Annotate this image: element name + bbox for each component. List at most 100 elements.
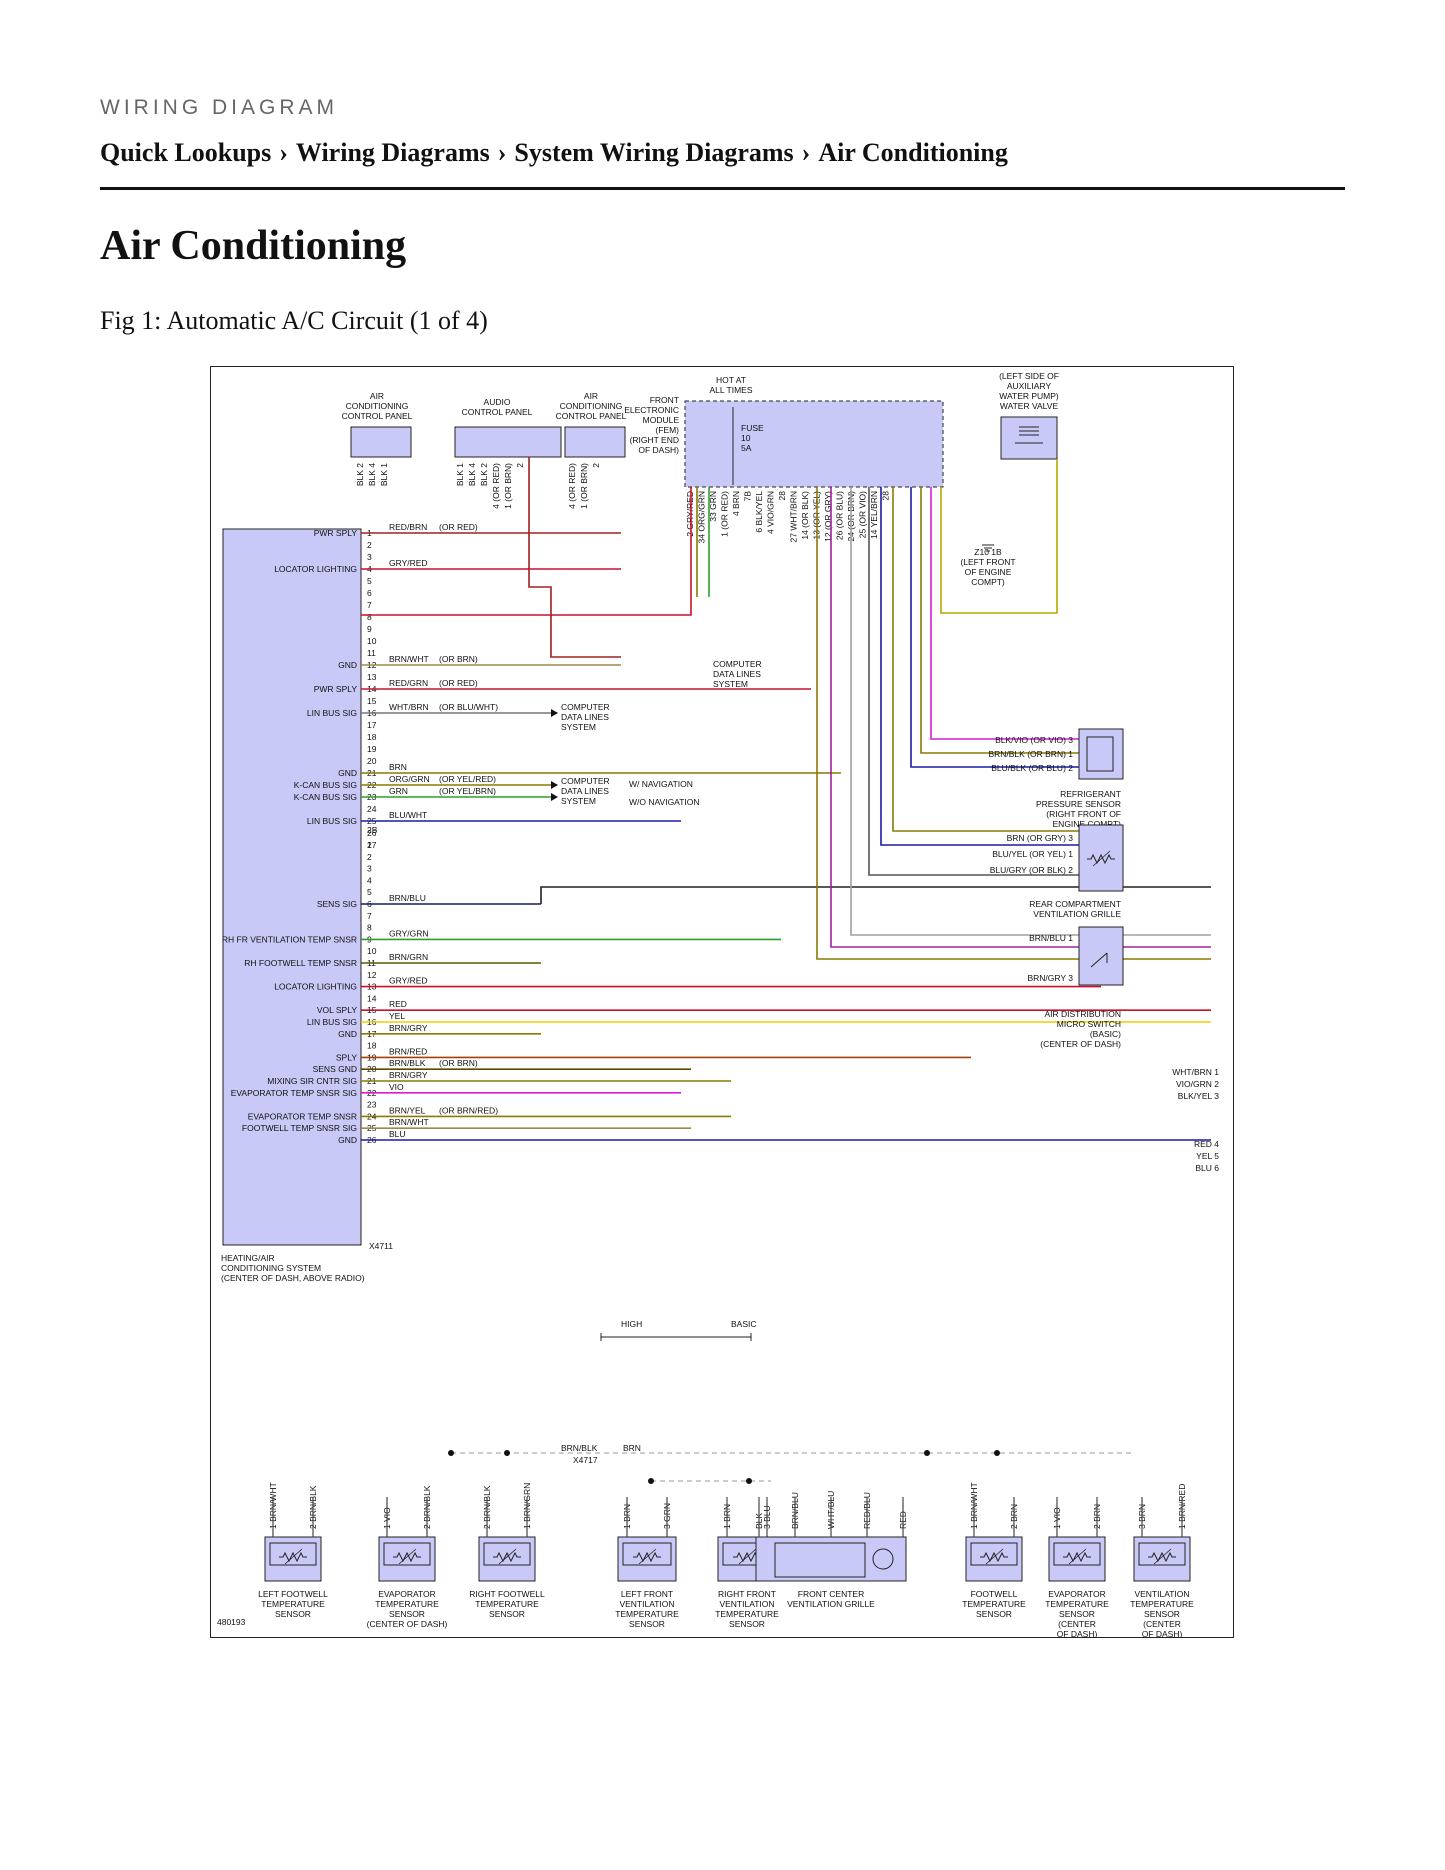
fem-pin-label: 28 bbox=[777, 491, 787, 501]
bottom-sensor-label: FOOTWELL bbox=[971, 1589, 1018, 1599]
hvac-wire-alt-label: (OR RED) bbox=[439, 678, 478, 688]
ground-icon bbox=[982, 544, 994, 552]
right-connector-pin-label: BLU 6 bbox=[1195, 1163, 1219, 1173]
breadcrumb-quick-lookups[interactable]: Quick Lookups bbox=[100, 138, 272, 167]
rear-grille-wire-label: BLU/GRY (OR BLK) 2 bbox=[990, 865, 1074, 875]
bottom-sensor-label: SENSOR bbox=[1059, 1609, 1095, 1619]
water-valve-label: AUXILIARY bbox=[1007, 381, 1052, 391]
computer-data-lines-label: DATA LINES bbox=[561, 712, 609, 722]
fuse-label: 10 bbox=[741, 433, 751, 443]
breadcrumb-system-wiring-diagrams[interactable]: System Wiring Diagrams bbox=[514, 138, 794, 167]
fuse-label: FUSE bbox=[741, 423, 764, 433]
hvac-module bbox=[222, 528, 362, 1246]
hvac-pin-number-a: 10 bbox=[367, 636, 377, 646]
hvac-wire-label: GRN bbox=[389, 786, 408, 796]
refrigerant-pressure-sensor-core bbox=[1086, 736, 1114, 772]
hvac-wire-label: YEL bbox=[389, 1011, 405, 1021]
hvac-wire-alt-label: (OR BRN) bbox=[439, 654, 478, 664]
refrigerant-wire-label: BRN/BLK (OR BRN) 1 bbox=[988, 749, 1073, 759]
audio-pin-label: BLK 2 bbox=[479, 463, 489, 486]
audio-control-panel bbox=[454, 426, 562, 458]
bottom-sensor-label: TEMPERATURE bbox=[261, 1599, 325, 1609]
hvac-pin-number-a: 26 bbox=[367, 828, 377, 838]
hvac-pin-number-a: 5 bbox=[367, 576, 372, 586]
wire-blk-vio bbox=[930, 487, 1079, 740]
bottom-sensor-label: TEMPERATURE bbox=[375, 1599, 439, 1609]
computer-data-lines-label: DATA LINES bbox=[561, 786, 609, 796]
hvac-wire-alt-label: (OR RED) bbox=[439, 522, 478, 532]
hot-at-all-times-label: ALL TIMES bbox=[710, 385, 753, 395]
hvac-wire-label: BRN/GRY bbox=[389, 1023, 428, 1033]
hvac-wire-label: RED/GRN bbox=[389, 678, 428, 688]
splice-node bbox=[746, 1478, 752, 1484]
audio-pin-label: BLK 1 bbox=[455, 463, 465, 486]
computer-data-lines-label: COMPUTER bbox=[561, 702, 610, 712]
ground-z10-label: Z10 1B bbox=[974, 547, 1002, 557]
splice-bracket bbox=[600, 1333, 752, 1341]
sensor-thermistor bbox=[1148, 1551, 1176, 1563]
hvac-wire-label: GRY/GRN bbox=[389, 928, 429, 938]
wire-vio-grn bbox=[830, 487, 1211, 948]
hvac-pin-function-label: LIN BUS SIG bbox=[307, 1017, 357, 1027]
hvac-pin-function-label: EVAPORATOR TEMP SNSR bbox=[248, 1111, 357, 1121]
ac-right-pin-label: 1 (OR BRN) bbox=[579, 463, 589, 509]
hvac-pin-number-a: 20 bbox=[367, 756, 377, 766]
audio-control-panel-label: AUDIO bbox=[484, 397, 511, 407]
bottom-sensor-label: VENTILATION bbox=[719, 1599, 774, 1609]
header-divider bbox=[100, 187, 1345, 190]
splice-high-label: HIGH bbox=[621, 1319, 642, 1329]
bottom-sensor bbox=[378, 1536, 436, 1582]
breadcrumb-wiring-diagrams[interactable]: Wiring Diagrams bbox=[295, 138, 490, 167]
sensor-thermistor-arrow bbox=[398, 1548, 417, 1565]
hvac-wire-label: BRN/GRY bbox=[389, 1070, 428, 1080]
right-connector-pin-label: YEL 5 bbox=[1196, 1151, 1219, 1161]
air-distribution-micro-switch-label: MICRO SWITCH bbox=[1057, 1019, 1121, 1029]
hvac-pin-function-label: GND bbox=[338, 768, 357, 778]
water-valve-label: WATER VALVE bbox=[1000, 401, 1059, 411]
hvac-pin-function-label: K-CAN BUS SIG bbox=[294, 780, 357, 790]
hvac-wire-label: WHT/BRN bbox=[389, 702, 429, 712]
ac-left-pin-label: BLK 1 bbox=[379, 463, 389, 486]
fem-pin-label: 28 bbox=[881, 491, 891, 501]
fem-pin-label: 14 (OR BLK) bbox=[800, 491, 810, 540]
fem-pin-label: 27 WHT/BRN bbox=[789, 491, 799, 542]
hot-at-all-times-label: HOT AT bbox=[716, 375, 746, 385]
breadcrumb-air-conditioning[interactable]: Air Conditioning bbox=[818, 138, 1008, 167]
data-line-arrow bbox=[551, 781, 558, 789]
ac-control-panel-right-label: CONTROL PANEL bbox=[556, 411, 627, 421]
rear-grille-resistor bbox=[1087, 853, 1115, 865]
data-line-arrow bbox=[551, 709, 558, 717]
hvac-wire-alt-label: (OR BRN/RED) bbox=[439, 1105, 498, 1115]
fem-pin-label: 14 YEL/BRN bbox=[869, 491, 879, 539]
audio-pin-label: 4 (OR RED) bbox=[491, 463, 501, 509]
hvac-wire-label: BRN/BLU bbox=[389, 893, 426, 903]
bottom-sensor-label: TEMPERATURE bbox=[1045, 1599, 1109, 1609]
water-valve-coil bbox=[1015, 426, 1043, 444]
note-with-navigation: W/ NAVIGATION bbox=[629, 779, 693, 789]
bottom-sensor-label: EVAPORATOR bbox=[1048, 1589, 1106, 1599]
audio-pin-label: 2 bbox=[515, 463, 525, 468]
ac-control-panel-left-label: CONTROL PANEL bbox=[342, 411, 413, 421]
hvac-wire-label: RED/BRN bbox=[389, 522, 427, 532]
sensor-thermistor-arrow bbox=[284, 1548, 303, 1565]
sensor-thermistor bbox=[980, 1551, 1008, 1563]
bottom-sensor-label: TEMPERATURE bbox=[715, 1609, 779, 1619]
hvac-wire-label: BRN/WHT bbox=[389, 654, 429, 664]
hvac-pin-number-a: 17 bbox=[367, 720, 377, 730]
hvac-pin-number-a: 6 bbox=[367, 588, 372, 598]
hvac-pin-function-label: GND bbox=[338, 1029, 357, 1039]
grille-motor-icon bbox=[872, 1548, 894, 1570]
ac-control-panel-left bbox=[350, 426, 412, 458]
wire-blu-yel bbox=[880, 487, 1079, 846]
hvac-wire-label: BLU/WHT bbox=[389, 810, 427, 820]
hvac-wire-alt-label: (OR YEL/BRN) bbox=[439, 786, 496, 796]
bottom-sensor-label: (CENTER bbox=[1143, 1619, 1181, 1629]
bottom-sensor-label: SENSOR bbox=[489, 1609, 525, 1619]
hvac-pin-number-b: 7 bbox=[367, 911, 372, 921]
hvac-pin-function-label: PWR SPLY bbox=[314, 684, 358, 694]
hvac-pin-function-label: LOCATOR LIGHTING bbox=[274, 564, 357, 574]
bottom-sensor-label: TEMPERATURE bbox=[1130, 1599, 1194, 1609]
connector-x4711-label: X4711 bbox=[369, 1241, 393, 1251]
wire-fem-gry-red bbox=[361, 487, 692, 616]
fem-pin-label: 12 (OR GRY) bbox=[823, 491, 833, 542]
